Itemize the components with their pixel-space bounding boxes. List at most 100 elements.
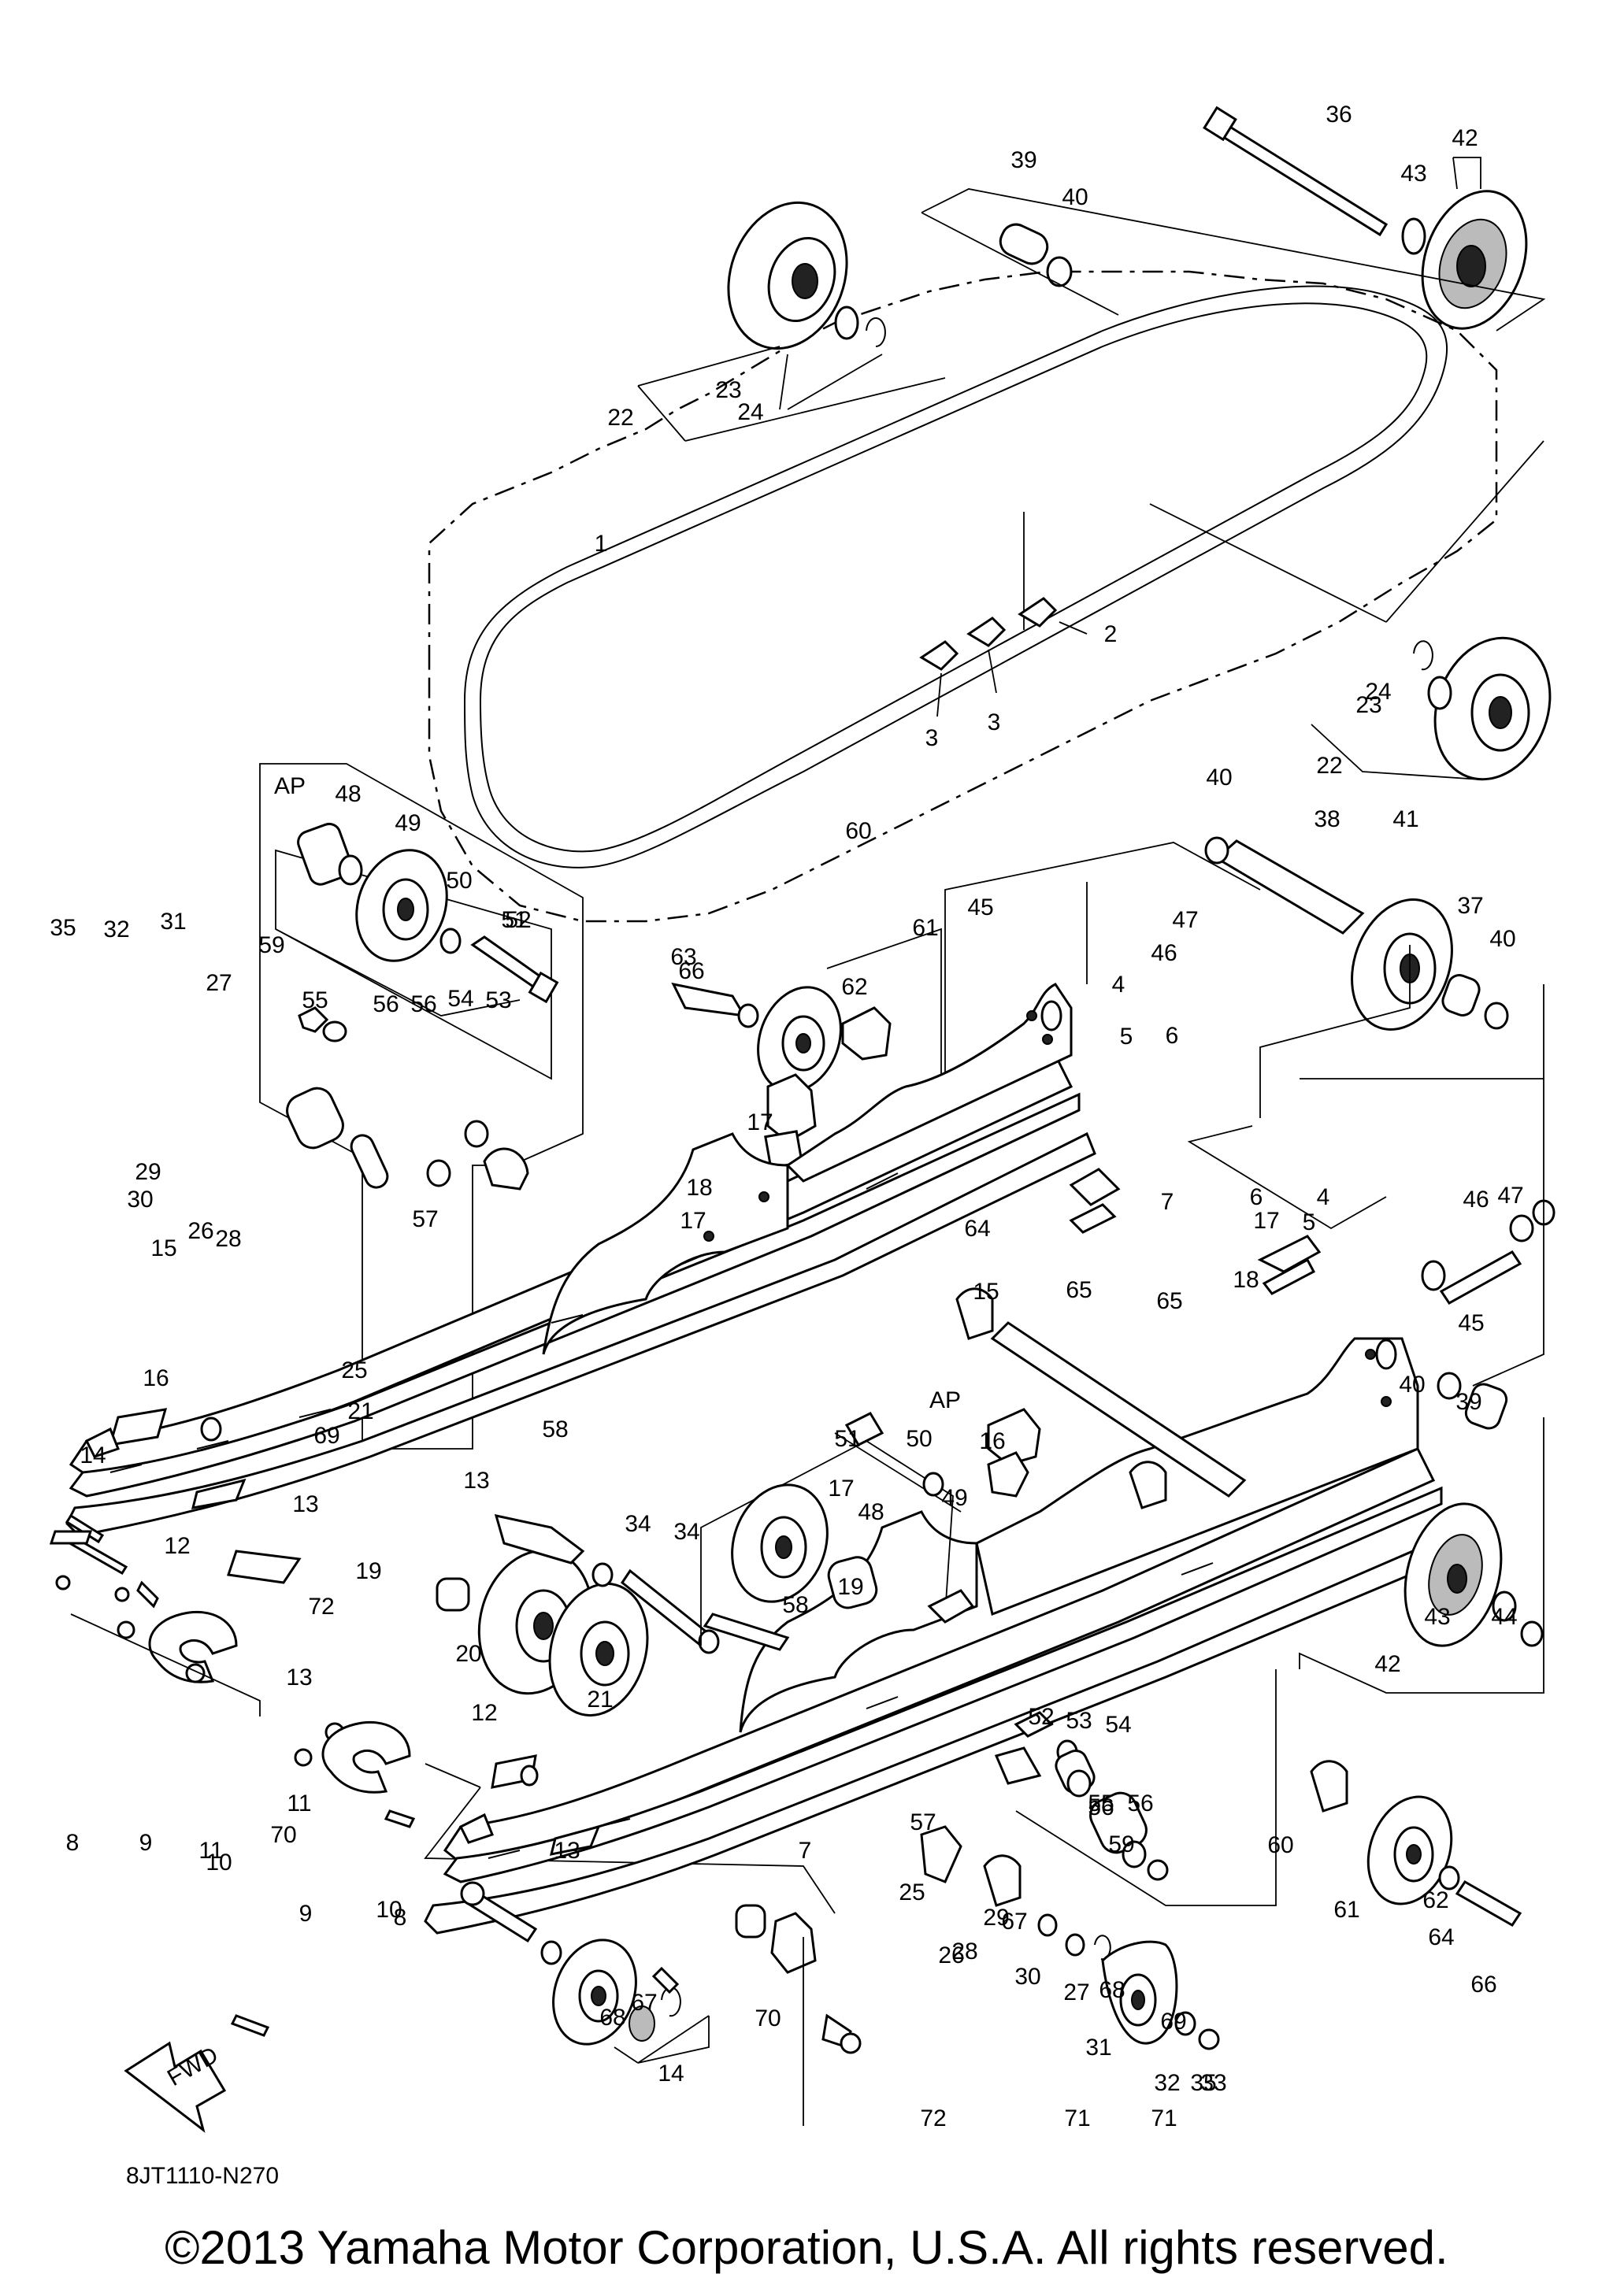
callout-17: 17 xyxy=(747,1109,773,1135)
callout-43: 43 xyxy=(1400,161,1426,187)
callout-13: 13 xyxy=(554,1838,580,1864)
callout-64: 64 xyxy=(1428,1924,1454,1950)
callout-69: 69 xyxy=(313,1423,339,1449)
callout-2: 2 xyxy=(1104,621,1118,647)
callout-46: 46 xyxy=(1463,1187,1489,1213)
callout-13: 13 xyxy=(463,1468,489,1494)
callout-52: 52 xyxy=(1028,1704,1054,1730)
callout-50: 50 xyxy=(446,868,472,894)
callout-68: 68 xyxy=(1099,1977,1125,2003)
callout-22: 22 xyxy=(607,405,633,431)
mid-left-parts xyxy=(671,928,942,1169)
callout-23: 23 xyxy=(715,377,741,403)
ap-tag-right: AP xyxy=(929,1387,961,1413)
callout-21: 21 xyxy=(347,1398,373,1424)
callout-4: 4 xyxy=(1112,972,1125,998)
callout-51: 51 xyxy=(501,907,527,933)
callout-45: 45 xyxy=(967,894,993,920)
callout-37: 37 xyxy=(1457,893,1483,919)
right-front-parts xyxy=(703,1408,1277,1906)
callout-6: 6 xyxy=(1250,1184,1263,1210)
callout-40: 40 xyxy=(1399,1372,1425,1398)
fwd-arrow-icon: FWD xyxy=(124,2041,227,2133)
callout-9: 9 xyxy=(139,1830,153,1856)
callout-52: 52 xyxy=(505,907,531,933)
callout-40: 40 xyxy=(1206,765,1232,791)
callout-38: 38 xyxy=(1314,806,1340,832)
callout-8: 8 xyxy=(66,1830,80,1856)
callout-56: 56 xyxy=(373,991,399,1017)
fasteners xyxy=(49,1513,680,2037)
callout-29: 29 xyxy=(983,1905,1009,1931)
track-belt xyxy=(428,270,1544,923)
callout-14: 14 xyxy=(658,2061,684,2087)
callout-42: 42 xyxy=(1374,1651,1400,1677)
callout-53: 53 xyxy=(485,987,511,1013)
callout-20: 20 xyxy=(455,1641,481,1667)
callout-labels: 1233445566778899101011111212131313131414… xyxy=(50,102,1523,2131)
callout-59: 59 xyxy=(1108,1831,1134,1857)
callout-60: 60 xyxy=(845,818,871,844)
callout-11: 11 xyxy=(198,1838,223,1864)
callout-47: 47 xyxy=(1497,1183,1523,1209)
diagram-code: 8JT1110-N270 xyxy=(126,2163,279,2189)
callout-30: 30 xyxy=(127,1187,153,1213)
callout-28: 28 xyxy=(215,1226,241,1252)
callout-56: 56 xyxy=(410,991,436,1017)
callout-72: 72 xyxy=(920,2105,946,2131)
callout-30: 30 xyxy=(1014,1964,1040,1990)
callout-45: 45 xyxy=(1458,1310,1484,1336)
callout-29: 29 xyxy=(135,1159,161,1185)
callout-19: 19 xyxy=(837,1574,863,1600)
callout-44: 44 xyxy=(1491,1604,1517,1630)
callout-34: 34 xyxy=(673,1519,699,1545)
callout-70: 70 xyxy=(755,2005,781,2031)
callout-71: 71 xyxy=(1151,2105,1177,2131)
callout-16: 16 xyxy=(979,1428,1005,1454)
callout-13: 13 xyxy=(292,1491,318,1517)
callout-17: 17 xyxy=(680,1208,706,1234)
callout-56: 56 xyxy=(1088,1794,1114,1820)
callout-43: 43 xyxy=(1424,1604,1450,1630)
callout-42: 42 xyxy=(1452,125,1478,151)
callout-12: 12 xyxy=(471,1700,497,1726)
callout-61: 61 xyxy=(1333,1897,1359,1923)
callout-10: 10 xyxy=(206,1850,232,1876)
track-clips xyxy=(919,597,1088,717)
callout-31: 31 xyxy=(1085,2035,1111,2061)
left-front-parts xyxy=(286,822,559,1191)
copyright-notice: ©2013 Yamaha Motor Corporation, U.S.A. A… xyxy=(165,2221,1448,2274)
callout-35: 35 xyxy=(1190,2070,1216,2096)
callout-17: 17 xyxy=(1253,1208,1279,1234)
callout-60: 60 xyxy=(1267,1832,1293,1858)
callout-1: 1 xyxy=(595,531,608,557)
callout-68: 68 xyxy=(599,2005,625,2031)
callout-65: 65 xyxy=(1156,1288,1182,1314)
callout-61: 61 xyxy=(912,915,938,941)
callout-34: 34 xyxy=(625,1511,651,1537)
callout-22: 22 xyxy=(1316,753,1342,779)
callout-72: 72 xyxy=(308,1594,334,1620)
callout-66: 66 xyxy=(1470,1972,1496,1998)
callout-49: 49 xyxy=(941,1485,967,1511)
callout-55: 55 xyxy=(1088,1791,1114,1816)
callout-59: 59 xyxy=(258,932,284,958)
callout-28: 28 xyxy=(951,1939,977,1965)
callout-3: 3 xyxy=(988,709,1001,735)
callout-10: 10 xyxy=(376,1897,402,1923)
callout-55: 55 xyxy=(302,987,328,1013)
callout-40: 40 xyxy=(1062,184,1088,210)
callout-64: 64 xyxy=(964,1216,990,1242)
callout-12: 12 xyxy=(164,1533,190,1559)
callout-47: 47 xyxy=(1172,907,1198,933)
callout-51: 51 xyxy=(834,1426,860,1452)
callout-62: 62 xyxy=(841,974,867,1000)
callout-54: 54 xyxy=(1105,1712,1131,1738)
callout-56: 56 xyxy=(1127,1791,1153,1816)
callout-26: 26 xyxy=(938,1942,964,1968)
callout-16: 16 xyxy=(143,1365,169,1391)
callout-19: 19 xyxy=(355,1558,381,1584)
callout-69: 69 xyxy=(1160,2009,1186,2035)
callout-15: 15 xyxy=(150,1235,176,1261)
